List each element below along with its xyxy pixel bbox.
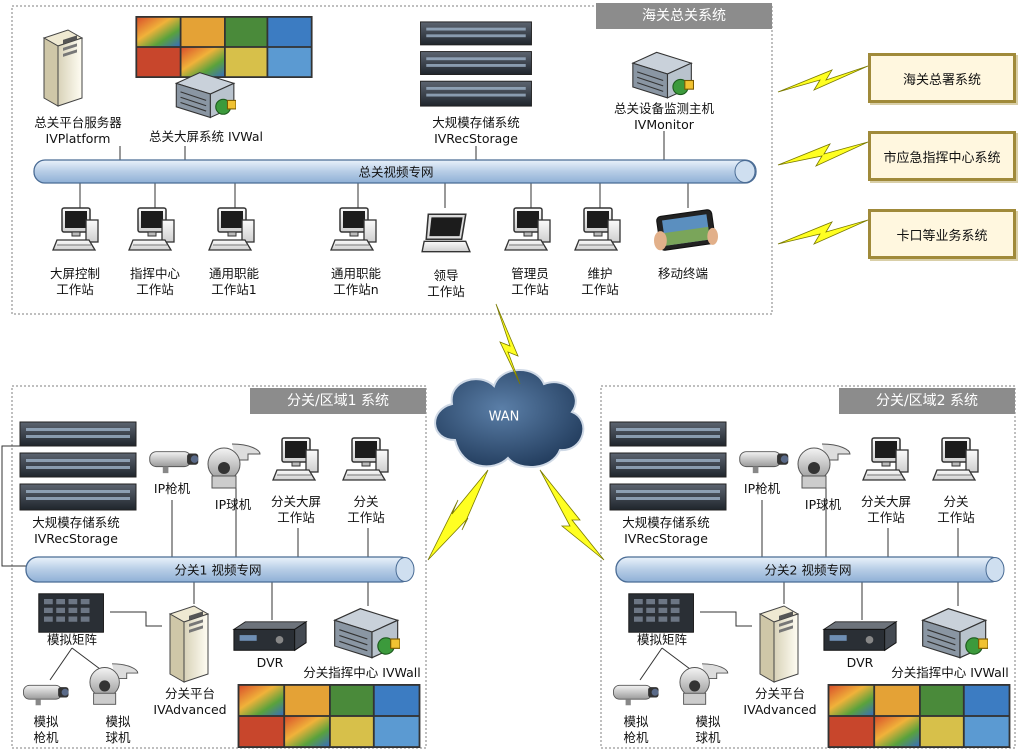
branch2-wall-label: 分关指挥中心 IVWall (891, 665, 1009, 680)
branch2-analog-matrix-icon (628, 593, 694, 633)
branch2-dvr-icon (823, 621, 897, 651)
branch2-platform-label: 分关平台 IVAdvanced (743, 686, 817, 717)
branch2-bus-label: 分关2 视频专网 (764, 562, 852, 578)
hq-bus-label: 总关视频专网 (358, 164, 434, 180)
wan-label: WAN (488, 409, 520, 425)
hq-system-header: 海关总关系统 (596, 3, 772, 29)
hq-bus-end (734, 160, 756, 183)
workstation-label: 维护 工作站 (581, 266, 619, 297)
branch2-bus-end (985, 557, 1005, 582)
branch2-header: 分关/区域2 系统 (839, 388, 1015, 414)
branch1-analog-gun-label: 模拟 枪机 (33, 714, 59, 745)
workstation-label: 大屏控制 工作站 (49, 266, 101, 297)
wan-cloud-icon (434, 369, 585, 469)
hq-storage-label: 大规模存储系统 IVRecStorage (432, 115, 520, 146)
workstation-label: 通用职能 工作站1 (208, 266, 260, 297)
workstation-label: 管理员 工作站 (511, 266, 549, 297)
hq-wall-label: 总关大屏系统 IVWal (149, 129, 263, 144)
hq-storage-rack-icon (420, 21, 532, 107)
branch1-bus-end (395, 557, 415, 582)
branch1-dvr-label: DVR (256, 655, 284, 670)
branch2-video-wall-display (827, 684, 1011, 748)
branch1-storage-label: 大规模存储系统 IVRecStorage (32, 515, 120, 546)
branch2-ip-dome-label: IP球机 (804, 497, 842, 512)
branch1-platform-label: 分关平台 IVAdvanced (153, 686, 227, 717)
branch2-ip-gun-label: IP枪机 (743, 481, 781, 496)
external-system-box: 市应急指挥中心系统 (868, 131, 1016, 181)
branch2-analog-dome-label: 模拟 球机 (695, 714, 721, 745)
branch1-video-wall-display (237, 684, 421, 748)
workstation-label: 指挥中心 工作站 (129, 266, 181, 297)
hq-connection-lines (79, 131, 689, 208)
branch2-storage-label: 大规模存储系统 IVRecStorage (622, 515, 710, 546)
branch2-storage-rack-icon (609, 421, 727, 511)
external-system-box: 海关总署系统 (868, 53, 1016, 103)
branch1-storage-rack-icon (19, 421, 137, 511)
branch1-wall-label: 分关指挥中心 IVWall (303, 665, 421, 680)
branch1-header: 分关/区域1 系统 (250, 388, 426, 414)
external-link-bolts (777, 65, 869, 245)
branch1-ip-gun-label: IP枪机 (153, 481, 191, 496)
branch1-matrix-label: 模拟矩阵 (46, 632, 98, 647)
branch1-platform-server-icon (169, 605, 209, 683)
branch1-dvr-icon (233, 621, 307, 651)
branch1-bus-label: 分关1 视频专网 (174, 562, 262, 578)
hq-platform-server-icon (43, 29, 83, 107)
branch2-dvr-label: DVR (846, 655, 874, 670)
branch2-connection-lines (639, 486, 959, 681)
branch1-ip-dome-label: IP球机 (214, 497, 252, 512)
wan-link-bolts (427, 303, 605, 561)
branch2-platform-server-icon (759, 605, 799, 683)
external-system-box: 卡口等业务系统 (868, 209, 1016, 259)
workstation-label: 通用职能 工作站n (330, 266, 382, 297)
hq-video-wall-display (135, 16, 313, 78)
branch1-analog-matrix-icon (38, 593, 104, 633)
hq-platform-label: 总关平台服务器 IVPlatform (34, 115, 122, 146)
workstation-label: 领导 工作站 (427, 268, 465, 299)
tablet-icon (654, 208, 718, 252)
branch1-analog-dome-label: 模拟 球机 (105, 714, 131, 745)
hq-monitor-label: 总关设备监测主机 IVMonitor (613, 101, 715, 132)
laptop-icon (421, 213, 471, 253)
branch1-ws-label: 分关 工作站 (347, 494, 385, 525)
branch1-wall-ws-label: 分关大屏 工作站 (270, 494, 322, 525)
branch2-wall-ws-label: 分关大屏 工作站 (860, 494, 912, 525)
branch2-analog-gun-label: 模拟 枪机 (623, 714, 649, 745)
branch2-matrix-label: 模拟矩阵 (636, 632, 688, 647)
hq-video-network-bus (33, 159, 757, 184)
workstation-label: 移动终端 (657, 266, 709, 281)
branch2-ws-label: 分关 工作站 (937, 494, 975, 525)
